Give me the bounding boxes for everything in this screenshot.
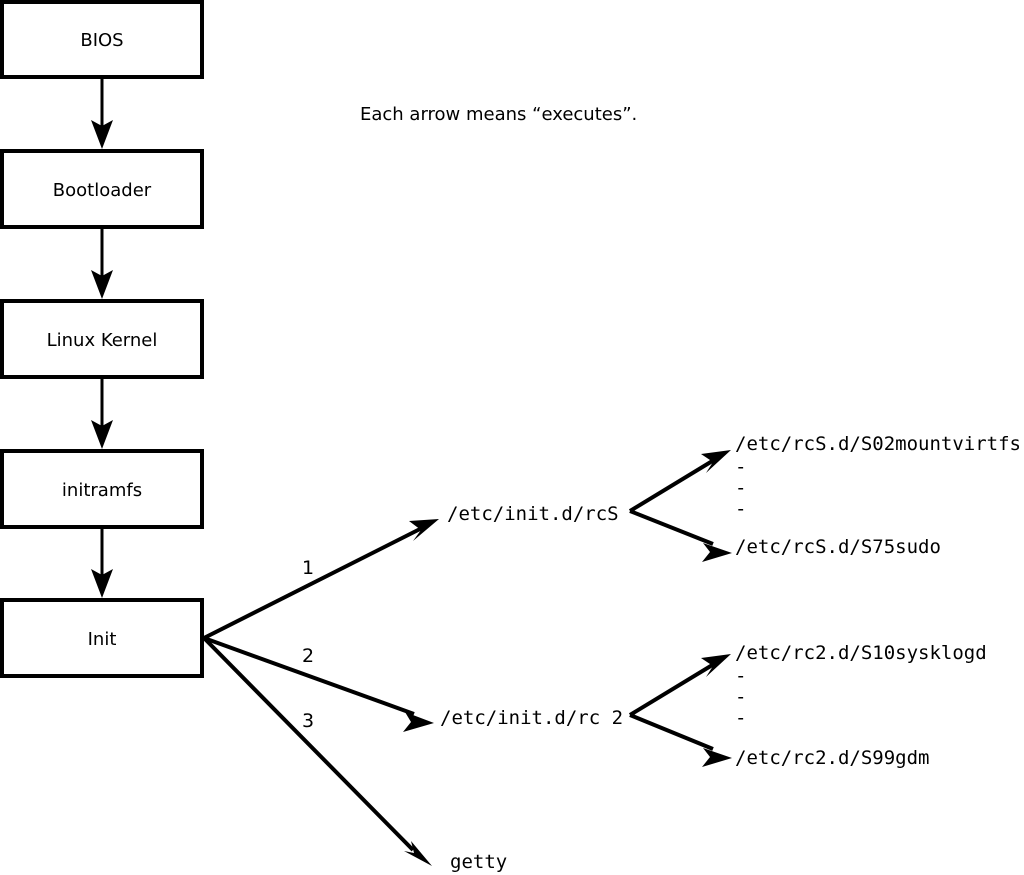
label-rc2-ellipsis-3: - (735, 707, 746, 729)
edge-number-2: 2 (302, 645, 314, 667)
edge-init-to-rcs: 1 (203, 519, 439, 640)
edge-rcs-to-first-script (628, 450, 731, 513)
node-bios: BIOS (0, 0, 204, 79)
node-initramfs-rect (0, 449, 204, 529)
label-getty: getty (450, 851, 507, 873)
node-bootloader-label: Bootloader (53, 180, 152, 201)
arrow-head-icon (403, 712, 434, 732)
node-linux-kernel-rect (0, 299, 204, 379)
node-linux-kernel-label: Linux Kernel (47, 330, 158, 351)
arrow-initramfs-to-init (91, 529, 113, 598)
caption-label: Each arrow means “executes”. (360, 104, 637, 125)
label-etc-initd-rc2: /etc/init.d/rc 2 (440, 707, 623, 729)
node-init-rect (0, 598, 204, 678)
edge-number-3: 3 (302, 710, 314, 732)
label-rc2-first-script: /etc/rc2.d/S10sysklogd (735, 642, 987, 664)
arrow-head-icon (702, 543, 732, 562)
arrow-head-icon (702, 748, 732, 767)
arrow-head-icon (91, 120, 113, 149)
arrow-head-icon (91, 270, 113, 299)
node-bios-label: BIOS (80, 30, 123, 51)
label-rcs-ellipsis-1: - (735, 456, 746, 478)
node-init-label: Init (88, 629, 117, 650)
arrow-head-icon (701, 654, 731, 677)
edge-number-1: 1 (302, 557, 314, 579)
arrow-bios-to-bootloader (91, 79, 113, 149)
label-rc2-ellipsis-2: - (735, 686, 746, 708)
edge-init-to-rc2: 2 (203, 636, 434, 732)
label-rc2-ellipsis-1: - (735, 665, 746, 687)
label-rcs-last-script: /etc/rcS.d/S75sudo (735, 536, 941, 558)
node-bootloader-rect (0, 149, 204, 229)
arrow-head-icon (404, 841, 432, 866)
arrow-head-icon (91, 569, 113, 598)
label-rcs-first-script: /etc/rcS.d/S02mountvirtfs (735, 433, 1021, 455)
edge-rc2-to-last-script (629, 713, 732, 767)
node-init: Init (0, 598, 204, 678)
edge-rcs-to-last-script (629, 509, 732, 562)
label-rcs-ellipsis-2: - (735, 477, 746, 499)
node-bios-rect (0, 0, 204, 79)
edge-init-to-getty: 3 (202, 636, 432, 866)
edge-rc2-to-first-script (628, 654, 731, 717)
label-rcs-ellipsis-3: - (735, 498, 746, 520)
node-initramfs: initramfs (0, 449, 204, 529)
label-rc2-last-script: /etc/rc2.d/S99gdm (735, 747, 929, 769)
arrow-kernel-to-initramfs (91, 379, 113, 449)
arrow-head-icon (409, 519, 439, 541)
node-initramfs-label: initramfs (62, 480, 142, 501)
label-etc-initd-rcs: /etc/init.d/rcS (447, 503, 619, 525)
arrow-head-icon (91, 420, 113, 449)
node-linux-kernel: Linux Kernel (0, 299, 204, 379)
arrow-bootloader-to-kernel (91, 229, 113, 299)
node-bootloader: Bootloader (0, 149, 204, 229)
arrow-head-icon (701, 450, 731, 473)
